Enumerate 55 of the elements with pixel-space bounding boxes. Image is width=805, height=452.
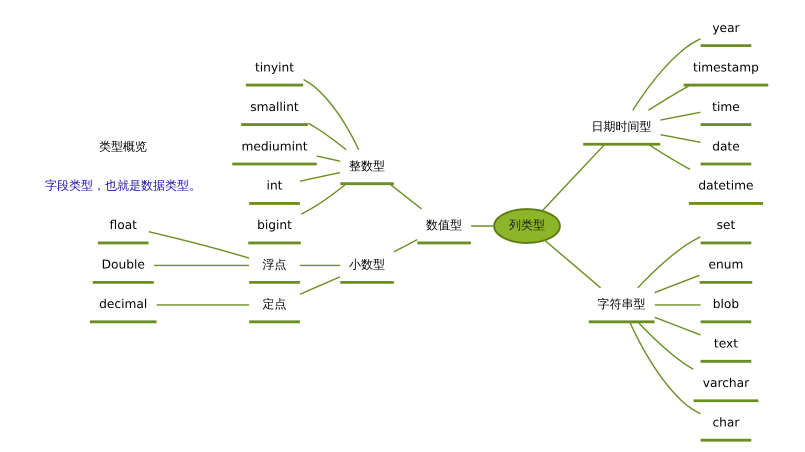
node-text: 数值型 <box>426 218 462 232</box>
connector <box>154 264 248 266</box>
node-text: int <box>266 178 282 193</box>
node-text: set <box>716 218 735 232</box>
connector <box>470 225 494 227</box>
connector <box>654 316 700 336</box>
node-text: date <box>712 139 740 154</box>
node-text: varchar <box>702 376 749 390</box>
connector <box>316 155 340 162</box>
node-text: timestamp <box>692 60 758 74</box>
connector <box>544 240 601 288</box>
label: 类型概览 <box>98 139 147 154</box>
connector <box>302 78 359 150</box>
node-ellipse: 列类型 <box>492 208 560 244</box>
node-text: 日期时间型 <box>591 120 652 134</box>
node-text: 字符串型 <box>597 297 646 312</box>
node-text: datetime <box>698 178 754 193</box>
node-text: Double <box>101 258 144 272</box>
connector <box>654 274 700 294</box>
node-text: 整数型 <box>348 159 385 174</box>
connector <box>156 304 249 306</box>
node-text: 浮点 <box>262 258 286 272</box>
node-text: float <box>109 218 136 232</box>
node-text: mediumint <box>240 139 308 154</box>
connector <box>636 321 694 370</box>
node-text: 定点 <box>262 297 286 312</box>
connector <box>648 144 690 170</box>
node-text: text <box>713 336 738 351</box>
node-text: smallint <box>250 100 298 114</box>
connector <box>660 112 700 121</box>
node-text: decimal <box>98 297 147 312</box>
node-text: year <box>712 20 740 35</box>
connector <box>632 38 700 111</box>
label: 字段类型，也就是数据类型。 <box>44 178 201 193</box>
node-text: 小数型 <box>348 258 385 272</box>
node-text: enum <box>708 258 743 272</box>
connector <box>541 144 605 212</box>
node-text: tinyint <box>254 60 294 74</box>
connector <box>393 238 418 252</box>
node-text: time <box>712 100 740 114</box>
connector <box>636 236 700 288</box>
connector <box>648 84 690 111</box>
node-text: blob <box>712 297 739 312</box>
node-text: bigint <box>256 218 292 232</box>
connector <box>300 183 346 215</box>
connector <box>300 264 340 266</box>
connector <box>654 304 700 306</box>
connector <box>299 172 340 182</box>
connector <box>388 183 422 210</box>
connector <box>148 231 249 259</box>
connector <box>299 276 340 295</box>
connector <box>307 122 346 150</box>
connector <box>660 134 700 144</box>
connector <box>628 322 700 414</box>
node-text: char <box>712 416 739 430</box>
